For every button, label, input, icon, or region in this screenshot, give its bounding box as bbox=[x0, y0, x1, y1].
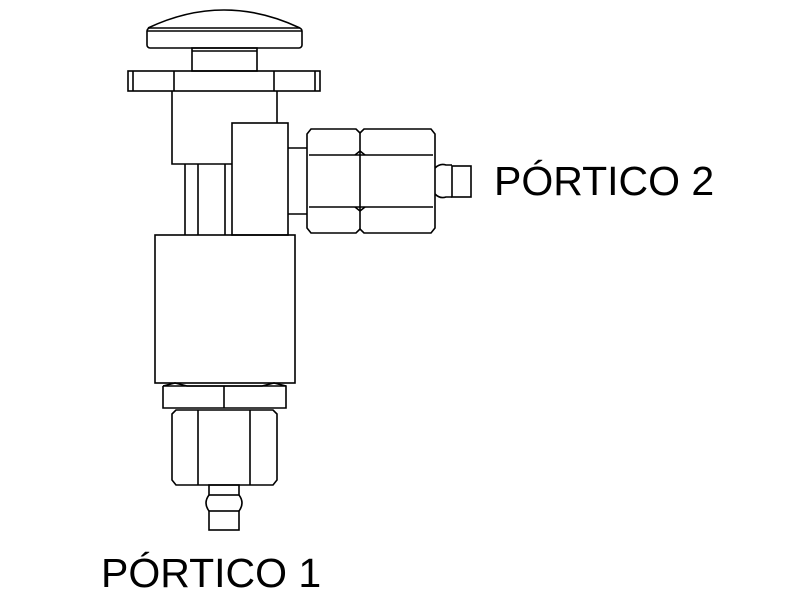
upper-body bbox=[171, 91, 289, 236]
port2-tube bbox=[451, 165, 472, 198]
hex-nut-port1 bbox=[171, 409, 278, 486]
hex-nut-port2 bbox=[306, 128, 436, 234]
port-1-fitting bbox=[162, 382, 287, 531]
stem bbox=[191, 47, 258, 72]
port1-tube bbox=[208, 510, 240, 531]
port-2-fitting bbox=[288, 128, 472, 234]
lower-body bbox=[154, 234, 296, 384]
port-1-label: PÓRTICO 1 bbox=[101, 550, 322, 596]
knob bbox=[146, 9, 303, 49]
port-2-label: PÓRTICO 2 bbox=[494, 158, 715, 204]
flange bbox=[127, 70, 321, 92]
knob-dome bbox=[147, 9, 301, 29]
step-block bbox=[231, 122, 289, 236]
